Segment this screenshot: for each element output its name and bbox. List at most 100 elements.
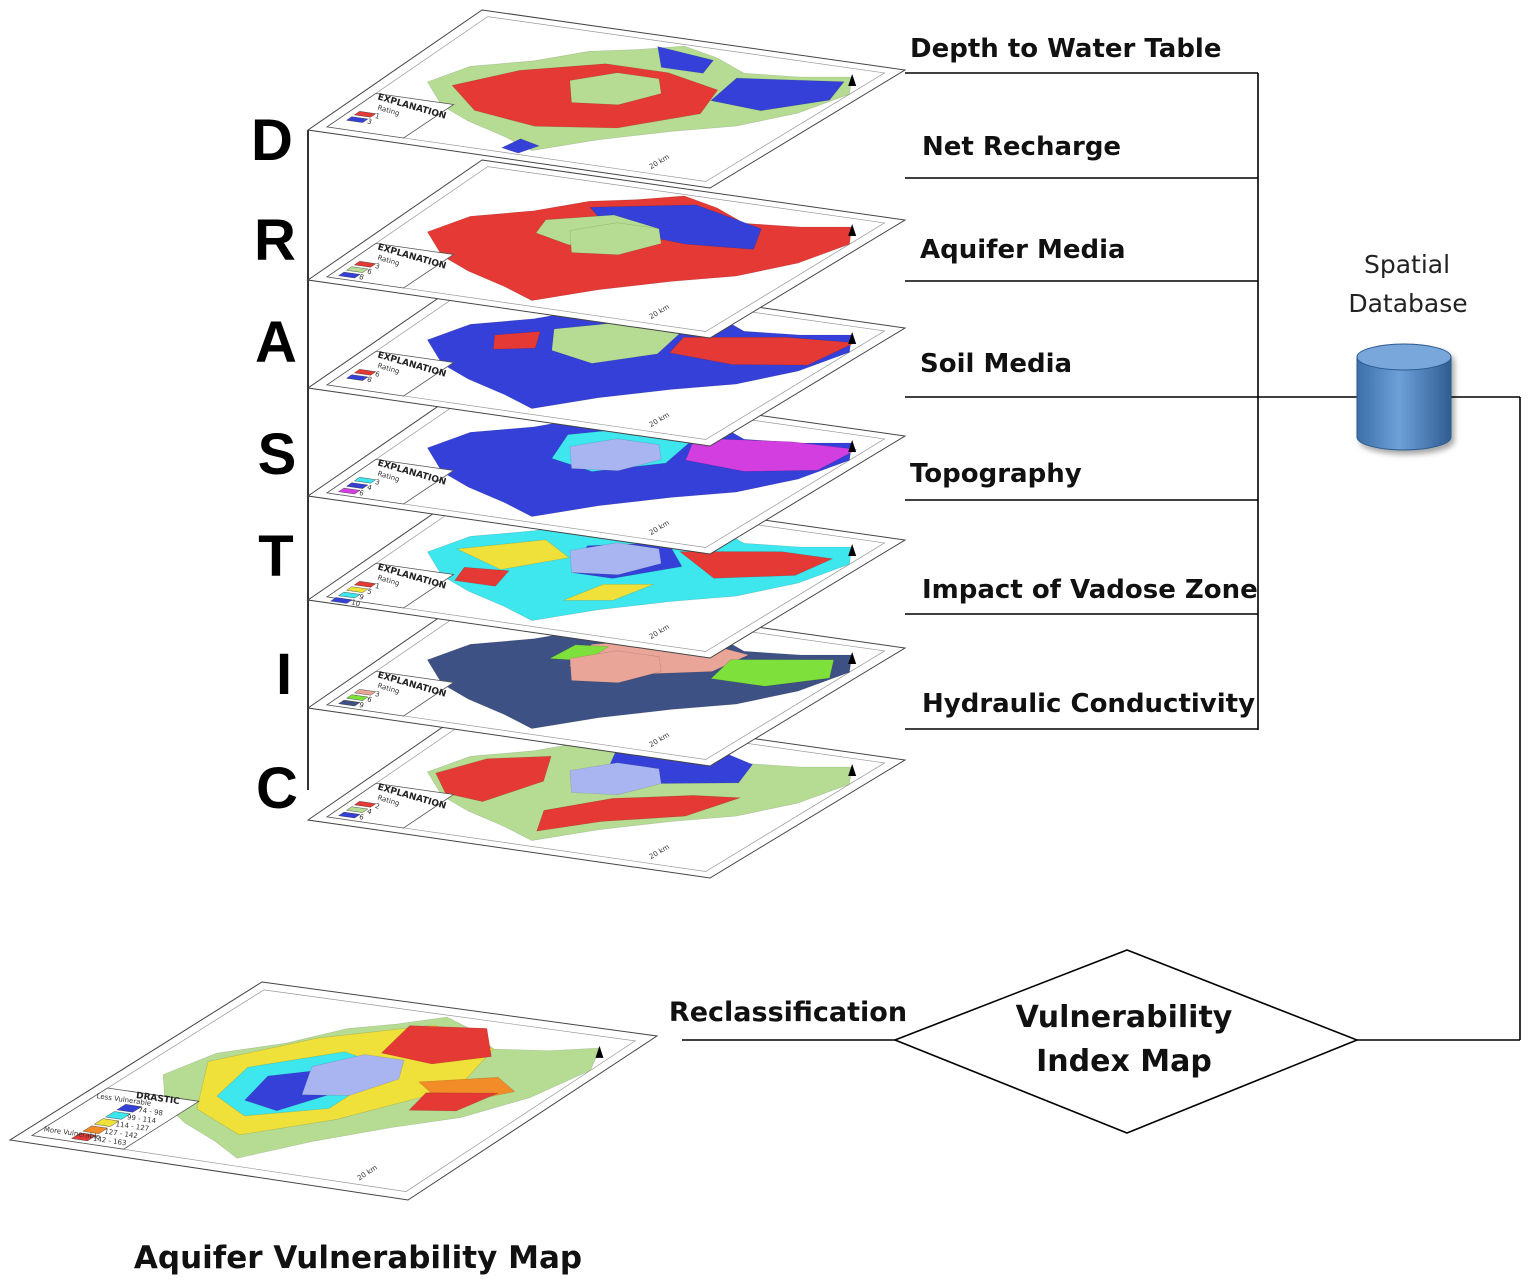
legend-value: 3 [366,117,373,126]
legend-box [325,782,455,829]
layer-inner-frame [326,706,886,872]
output-north-arrow-icon [595,1045,604,1058]
legend-swatch [353,261,377,268]
legend-value: 4 [366,807,373,816]
legend-swatch [345,694,369,701]
map-zone [710,77,845,112]
legend-swatch [338,591,361,599]
legend-value: 8 [358,273,365,282]
reclassification-label: Reclassification [669,997,907,1028]
legend-value: 6 [358,489,365,498]
north-arrow-icon [848,651,857,664]
database-label-line2: Database [1348,289,1467,318]
map-zone [678,551,834,579]
map-zone [500,138,541,154]
map-zone [685,437,858,472]
output-map-title: Aquifer Vulnerability Map [134,1240,582,1276]
legend-swatch [353,477,377,484]
layer-inner-frame [326,166,886,332]
map-zone [569,222,662,256]
output-zone [380,1025,492,1065]
legend-value: 8 [366,375,373,384]
letter-s: S [258,422,297,487]
legend-value: 10 [350,598,361,608]
output-zone [301,1054,405,1096]
letter-c: C [256,756,298,821]
legend-value: 5 [366,587,373,596]
layer-label-soil: Soil Media [920,349,1072,379]
north-arrow-icon [848,763,857,776]
vulnerability-index-diamond [892,949,1360,1134]
letter-r: R [254,208,296,273]
layer-label-topo: Topography [910,459,1082,489]
legend-swatch [345,374,369,381]
map-zone [569,542,662,576]
legend-value: 6 [358,813,365,822]
map-zone [569,762,662,796]
legend-value: 3 [374,690,381,699]
legend-value: 9 [358,701,365,710]
layer-label-recharge: Net Recharge [922,132,1121,162]
legend-swatch [345,806,369,813]
legend-swatch [338,271,361,279]
legend-value: 6 [366,695,373,704]
legend-value: 3 [374,478,381,487]
map-zone [657,46,714,74]
legend-box [325,92,455,139]
legend-box [325,670,455,717]
output-legend-range: 74 - 98 [138,1106,164,1117]
map-zone [563,583,654,601]
database-label-line1: Spatial [1364,250,1450,279]
output-legend-swatch [82,1125,109,1134]
legend-swatch [353,581,377,588]
legend-swatch [353,111,377,118]
legend-swatch [353,369,377,376]
legend-value: 9 [358,593,365,602]
map-zone [668,336,856,366]
north-arrow-icon [848,223,857,236]
north-arrow-icon [848,543,857,556]
letter-i: I [276,642,292,707]
legend-swatch [330,597,353,604]
legend-value: 2 [374,802,381,811]
north-arrow-icon [848,73,857,86]
legend-value: 6 [374,370,381,379]
diamond-text-line1: Vulnerability [1016,1000,1233,1035]
output-legend-swatch [116,1104,143,1113]
legend-swatch [353,801,377,808]
layer-label-aquifer: Aquifer Media [920,235,1126,265]
layer-label-conductivity: Hydraulic Conductivity [922,689,1255,719]
legend-swatch [345,586,369,593]
output-legend-swatch [71,1132,97,1142]
legend-value: 1 [374,582,381,591]
drastic-letters: DRASTIC [251,108,298,821]
database-icon [1356,343,1452,451]
map-zone [569,650,662,684]
letter-t: T [258,524,293,589]
map-zone [569,438,662,472]
legend-value: 3 [374,262,381,271]
output-zone [408,1092,499,1112]
legend-box [325,350,455,397]
legend-swatch [338,699,361,707]
map-zone [454,566,510,587]
legend-swatch [338,487,361,495]
letter-d: D [251,108,293,173]
output-legend-swatch [105,1111,131,1120]
layer-label-depth: Depth to Water Table [910,34,1221,64]
map-zone [536,795,741,832]
map-zone [710,659,835,687]
legend-box [325,562,455,609]
layer-label-vadose: Impact of Vadose Zone [922,575,1258,605]
